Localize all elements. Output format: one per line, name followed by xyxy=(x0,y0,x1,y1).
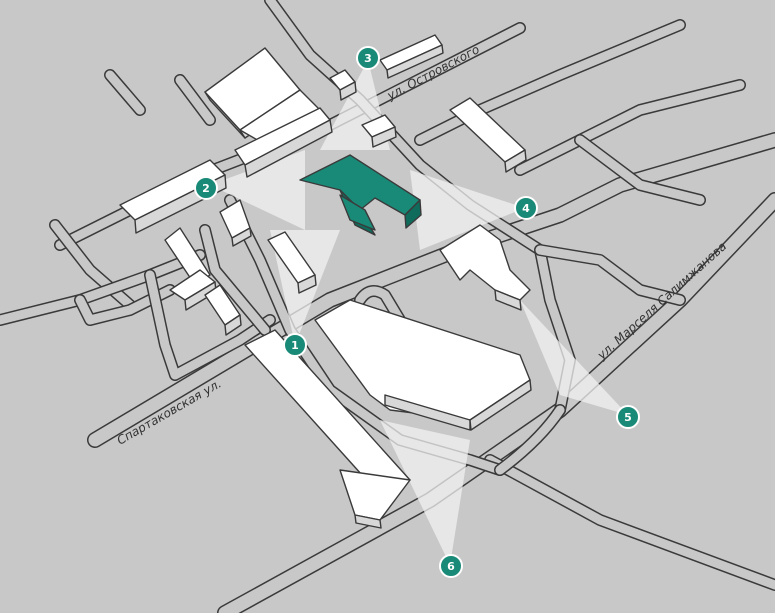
building-small-3a xyxy=(329,69,357,101)
building-cluster-w xyxy=(164,227,242,336)
building-near-1 xyxy=(267,231,317,294)
svg-text:1: 1 xyxy=(291,339,299,352)
view-markers: 1 2 3 4 5 6 xyxy=(194,46,640,578)
view-cone-5 xyxy=(520,300,628,415)
marker-6[interactable]: 6 xyxy=(439,554,463,578)
building-small-3b xyxy=(361,114,397,148)
building-ne-slanted xyxy=(449,97,527,173)
building-top-long xyxy=(379,34,444,79)
building-long-sw xyxy=(244,329,411,529)
building-target-top xyxy=(299,154,421,216)
marker-1[interactable]: 1 xyxy=(283,333,307,357)
building-nw-large xyxy=(204,47,331,151)
building-east-l xyxy=(439,224,531,311)
view-cone-2 xyxy=(210,150,305,230)
street-label-salimzhanova: ул. Марселя Салимжанова xyxy=(594,239,729,363)
svg-text:4: 4 xyxy=(522,202,530,215)
svg-text:3: 3 xyxy=(364,52,372,65)
marker-4[interactable]: 4 xyxy=(514,196,538,220)
marker-5[interactable]: 5 xyxy=(616,405,640,429)
buildings xyxy=(119,34,532,529)
view-cone-4 xyxy=(410,170,525,250)
building-ostrovskogo-long xyxy=(234,107,333,178)
building-target xyxy=(299,154,422,236)
svg-text:5: 5 xyxy=(624,411,632,424)
marker-2[interactable]: 2 xyxy=(194,176,218,200)
marker-3[interactable]: 3 xyxy=(356,46,380,70)
view-cone-6 xyxy=(380,420,470,565)
svg-text:6: 6 xyxy=(447,560,455,573)
building-complex-south xyxy=(314,299,532,431)
building-small-w xyxy=(219,199,252,247)
svg-text:2: 2 xyxy=(202,182,210,195)
